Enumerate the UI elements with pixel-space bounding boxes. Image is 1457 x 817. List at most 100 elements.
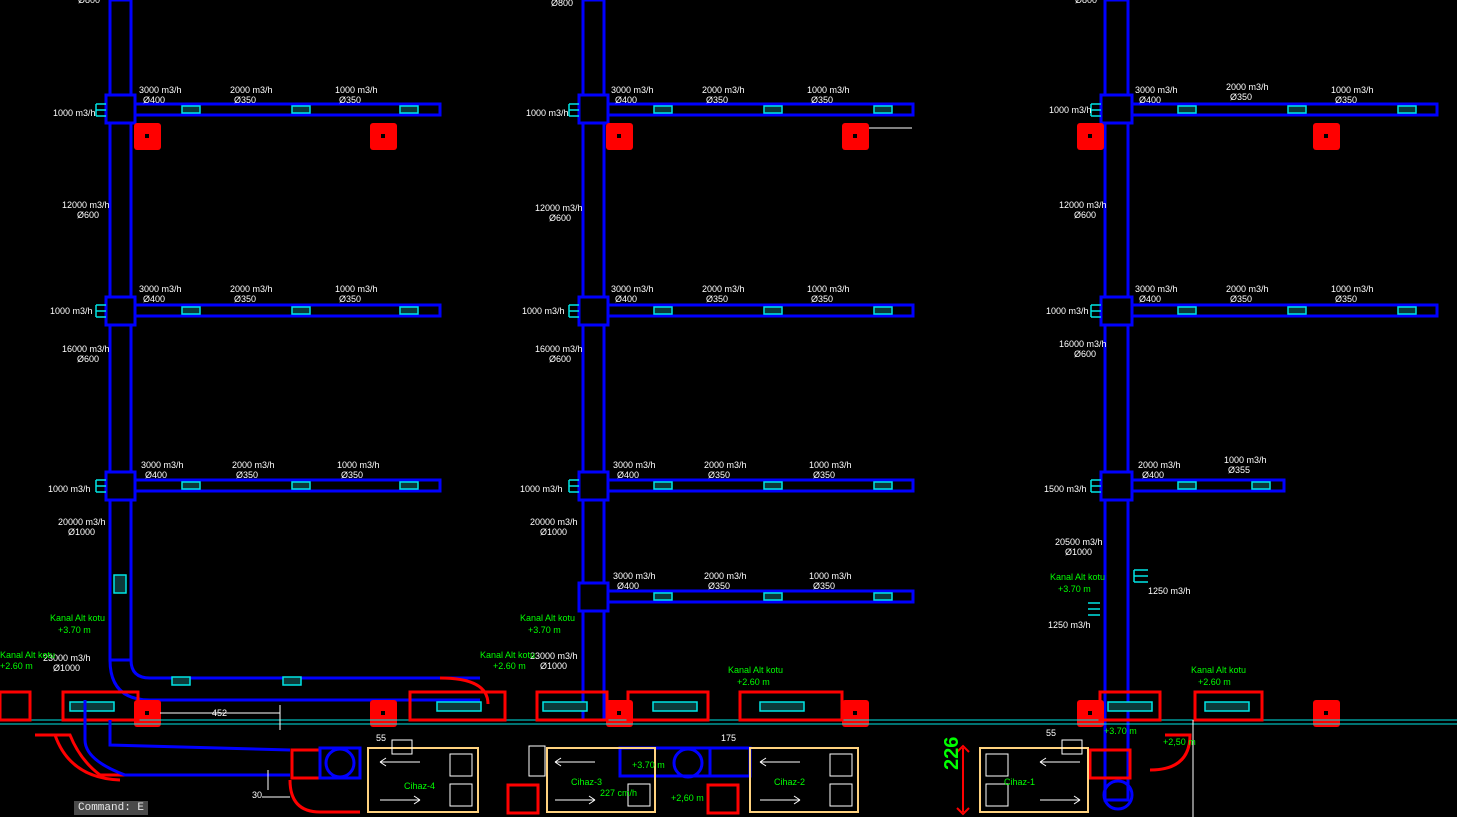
svg-text:+2.60 m: +2.60 m <box>493 661 526 671</box>
svg-text:Ø350: Ø350 <box>234 294 256 304</box>
svg-text:Kanal Alt kotu: Kanal Alt kotu <box>1050 572 1105 582</box>
svg-text:+3.70 m: +3.70 m <box>528 625 561 635</box>
svg-text:175: 175 <box>721 733 736 743</box>
riser-flow-label: 16000 m3/h <box>62 344 110 354</box>
svg-text:2000 m3/h: 2000 m3/h <box>702 284 745 294</box>
svg-text:Kanal Alt kotu: Kanal Alt kotu <box>0 650 55 660</box>
svg-text:30: 30 <box>252 790 262 800</box>
dia-label: Ø800 <box>78 0 100 5</box>
exhaust-fans <box>134 123 1340 727</box>
riser-dia-label: Ø600 <box>549 354 571 364</box>
svg-text:1000 m3/h: 1000 m3/h <box>1331 284 1374 294</box>
riser-dia-label: Ø600 <box>1074 210 1096 220</box>
ahu-units <box>367 720 1194 817</box>
flow-label: 1000 m3/h <box>526 108 569 118</box>
svg-text:+2.60 m: +2.60 m <box>1198 677 1231 687</box>
svg-text:1000 m3/h: 1000 m3/h <box>1224 455 1267 465</box>
svg-text:2000 m3/h: 2000 m3/h <box>230 284 273 294</box>
diffusers <box>95 103 1417 686</box>
svg-text:1000 m3/h: 1000 m3/h <box>809 571 852 581</box>
svg-text:Ø350: Ø350 <box>708 470 730 480</box>
unit-cihaz-3: Cihaz-3 <box>571 777 602 787</box>
flow-label: 1000 m3/h <box>522 306 565 316</box>
svg-text:1000 m3/h: 1000 m3/h <box>809 460 852 470</box>
riser-flow-label: 23000 m3/h <box>43 653 91 663</box>
riser-dia-label: Ø1000 <box>53 663 80 673</box>
svg-text:Ø355: Ø355 <box>1228 465 1250 475</box>
svg-text:+3.70 m: +3.70 m <box>632 760 665 770</box>
svg-text:1000 m3/h: 1000 m3/h <box>807 284 850 294</box>
svg-text:3000 m3/h: 3000 m3/h <box>139 85 182 95</box>
svg-text:Ø400: Ø400 <box>615 294 637 304</box>
svg-text:Ø350: Ø350 <box>1335 95 1357 105</box>
svg-text:+2,50 m: +2,50 m <box>1163 737 1196 747</box>
dimension-labels: 452 55 175 55 30 226 <box>212 708 1056 800</box>
svg-text:Kanal Alt kotu: Kanal Alt kotu <box>1191 665 1246 675</box>
svg-text:+2.60 m: +2.60 m <box>737 677 770 687</box>
svg-text:2000 m3/h: 2000 m3/h <box>1226 82 1269 92</box>
svg-text:2000 m3/h: 2000 m3/h <box>1138 460 1181 470</box>
riser-dia-label: Ø600 <box>549 213 571 223</box>
riser-right <box>1099 0 1134 802</box>
svg-text:1000 m3/h: 1000 m3/h <box>335 85 378 95</box>
bottom-equipment <box>0 676 1457 815</box>
riser-flow-label: 20000 m3/h <box>58 517 106 527</box>
svg-text:3000 m3/h: 3000 m3/h <box>613 460 656 470</box>
svg-text:Ø350: Ø350 <box>1230 294 1252 304</box>
svg-text:2000 m3/h: 2000 m3/h <box>702 85 745 95</box>
riser-dia-label: Ø1000 <box>540 527 567 537</box>
flow-label: 1500 m3/h <box>1044 484 1087 494</box>
svg-text:Ø400: Ø400 <box>615 95 637 105</box>
svg-text:Ø400: Ø400 <box>617 581 639 591</box>
svg-text:Kanal Alt kotu: Kanal Alt kotu <box>520 613 575 623</box>
svg-text:Ø400: Ø400 <box>617 470 639 480</box>
svg-text:3000 m3/h: 3000 m3/h <box>613 571 656 581</box>
svg-text:3000 m3/h: 3000 m3/h <box>141 460 184 470</box>
svg-text:2000 m3/h: 2000 m3/h <box>704 571 747 581</box>
svg-text:Ø350: Ø350 <box>813 581 835 591</box>
flow-label: 1000 m3/h <box>48 484 91 494</box>
riser-dia-label: Ø1000 <box>1065 547 1092 557</box>
svg-text:3000 m3/h: 3000 m3/h <box>611 85 654 95</box>
dimension-226 <box>956 744 970 816</box>
svg-text:3000 m3/h: 3000 m3/h <box>1135 284 1178 294</box>
riser-middle <box>577 0 610 722</box>
svg-text:Ø350: Ø350 <box>236 470 258 480</box>
dia-label: Ø800 <box>1075 0 1097 5</box>
flow-label: 1250 m3/h <box>1148 586 1191 596</box>
flow-label: 1000 m3/h <box>50 306 93 316</box>
svg-text:Ø350: Ø350 <box>706 95 728 105</box>
flow-label: 1000 m3/h <box>520 484 563 494</box>
svg-text:2000 m3/h: 2000 m3/h <box>230 85 273 95</box>
command-line[interactable]: Command: E <box>74 801 149 815</box>
branch-ducts <box>133 102 1439 604</box>
riser-flow-label: 12000 m3/h <box>62 200 110 210</box>
svg-text:3000 m3/h: 3000 m3/h <box>1135 85 1178 95</box>
svg-text:3000 m3/h: 3000 m3/h <box>139 284 182 294</box>
svg-text:Ø400: Ø400 <box>145 470 167 480</box>
svg-text:Ø350: Ø350 <box>339 95 361 105</box>
svg-text:227 cm/h: 227 cm/h <box>600 788 637 798</box>
svg-text:2000 m3/h: 2000 m3/h <box>1226 284 1269 294</box>
svg-text:Ø350: Ø350 <box>1230 92 1252 102</box>
svg-text:Ø350: Ø350 <box>813 470 835 480</box>
svg-text:55: 55 <box>1046 728 1056 738</box>
svg-text:3000 m3/h: 3000 m3/h <box>611 284 654 294</box>
svg-text:+3.70 m: +3.70 m <box>1058 584 1091 594</box>
riser-flow-label: 12000 m3/h <box>535 203 583 213</box>
svg-text:+3.70 m: +3.70 m <box>58 625 91 635</box>
svg-text:1000 m3/h: 1000 m3/h <box>337 460 380 470</box>
svg-text:Ø400: Ø400 <box>143 294 165 304</box>
riser-left <box>104 0 480 702</box>
svg-text:Ø400: Ø400 <box>1139 95 1161 105</box>
svg-text:1000 m3/h: 1000 m3/h <box>335 284 378 294</box>
level-annotations: Kanal Alt kotu +3.70 m Kanal Alt kotu +3… <box>0 572 1246 803</box>
svg-text:Kanal Alt kotu: Kanal Alt kotu <box>728 665 783 675</box>
flow-label: 1000 m3/h <box>53 108 96 118</box>
svg-text:2000 m3/h: 2000 m3/h <box>232 460 275 470</box>
unit-cihaz-4: Cihaz-4 <box>404 781 435 791</box>
svg-text:Ø350: Ø350 <box>341 470 363 480</box>
svg-text:55: 55 <box>376 733 386 743</box>
